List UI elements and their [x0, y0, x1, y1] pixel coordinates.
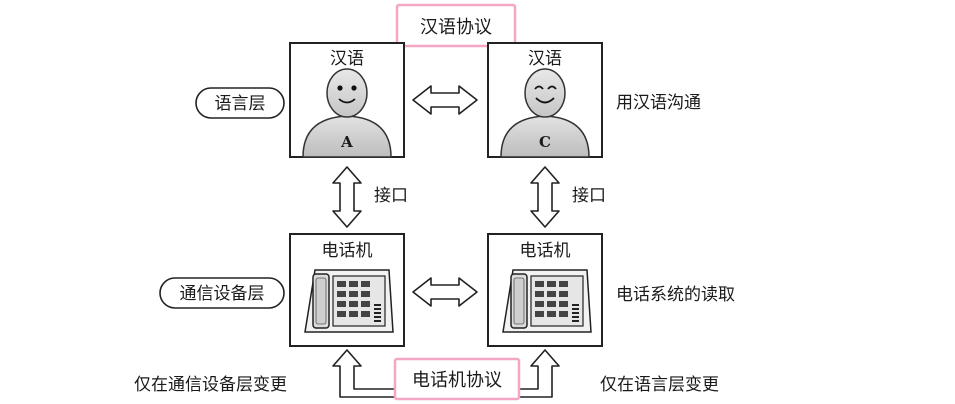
box-language-left: 汉语 A: [289, 42, 405, 158]
language-layer-tag: 语言层: [195, 87, 285, 119]
phone-system-annotation: 电话系统的读取: [616, 285, 735, 305]
language-layer-label: 语言层: [215, 94, 266, 114]
person-c-icon: [500, 68, 590, 158]
box-device-left: 电话机: [289, 233, 405, 347]
left-change-annotation: 仅在通信设备层变更: [134, 375, 287, 395]
interface-label-left: 接口: [374, 186, 408, 206]
device-layer-label: 通信设备层: [180, 284, 265, 304]
box-heading: 汉语: [330, 49, 364, 69]
device-layer-tag: 通信设备层: [159, 277, 285, 309]
box-heading: 电话机: [322, 241, 373, 261]
phone-protocol-label: 电话机协议: [393, 357, 521, 401]
device-exchange-arrow: [412, 277, 478, 307]
telephone-icon: [304, 269, 394, 333]
change-arrow-right: [518, 349, 560, 398]
telephone-icon: [502, 269, 592, 333]
language-exchange-arrow: [412, 85, 478, 115]
box-heading: 汉语: [528, 49, 562, 69]
chinese-protocol-text: 汉语协议: [420, 17, 492, 38]
box-device-right: 电话机: [487, 233, 603, 347]
box-heading: 电话机: [520, 241, 571, 261]
chinese-protocol-label: 汉语协议: [395, 3, 517, 48]
person-c-label: C: [539, 133, 551, 151]
person-a-icon: [302, 68, 392, 158]
language-comm-annotation: 用汉语沟通: [616, 93, 701, 113]
change-arrow-left: [332, 349, 396, 398]
interface-arrow-right: [530, 166, 560, 228]
person-a-label: A: [340, 133, 353, 151]
interface-arrow-left: [332, 166, 362, 228]
phone-protocol-highlight: [393, 357, 521, 401]
right-change-annotation: 仅在语言层变更: [600, 375, 719, 395]
phone-protocol-text: 电话机协议: [412, 370, 502, 391]
box-language-right: 汉语 C: [487, 42, 603, 158]
interface-label-right: 接口: [572, 186, 606, 206]
chinese-protocol-highlight: [395, 3, 517, 48]
